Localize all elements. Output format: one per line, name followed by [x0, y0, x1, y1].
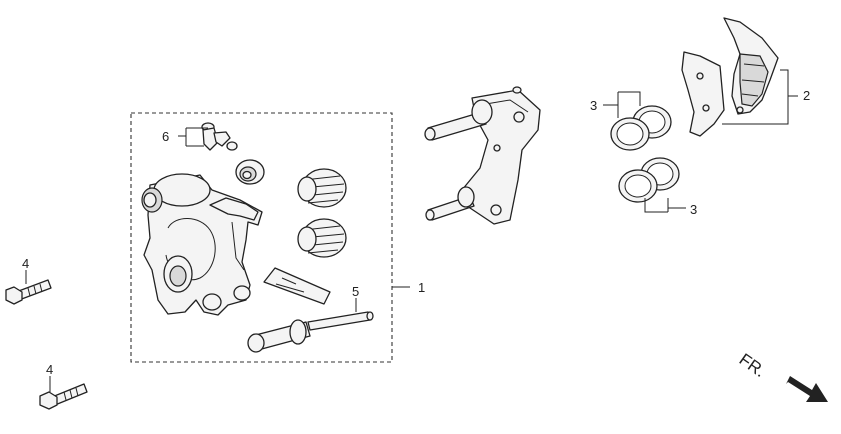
piston-seal-set-lower: [618, 157, 680, 203]
callout-4-upper: 4: [22, 256, 29, 271]
seal-ring: [235, 159, 265, 185]
callout-1: 1: [418, 280, 425, 295]
callout-4-lower: 4: [46, 362, 53, 377]
mounting-bolt-upper: [5, 279, 52, 305]
caliper-body: [141, 173, 263, 316]
bleeder-clip: [201, 122, 238, 151]
front-arrow-icon: [786, 376, 828, 402]
piston-boot-upper: [297, 168, 347, 208]
callout-6: 6: [162, 129, 169, 144]
callout-2: 2: [803, 88, 810, 103]
front-direction-indicator: FR.: [736, 350, 828, 402]
leader-lines: [25, 69, 798, 392]
brake-pad-front: [723, 17, 779, 115]
slide-pin: [247, 311, 374, 353]
front-label: FR.: [736, 350, 769, 381]
callout-5: 5: [352, 284, 359, 299]
brake-pad-rear: [681, 51, 725, 137]
callout-3-upper: 3: [590, 98, 597, 113]
callout-3-lower: 3: [690, 202, 697, 217]
piston-boot-lower: [297, 218, 347, 258]
mounting-bolt-lower: [39, 383, 88, 410]
pad-spring: [263, 267, 331, 305]
caliper-assembly-box: [130, 112, 393, 363]
caliper-bracket: [424, 86, 541, 225]
piston-seal-set-upper: [610, 105, 672, 151]
